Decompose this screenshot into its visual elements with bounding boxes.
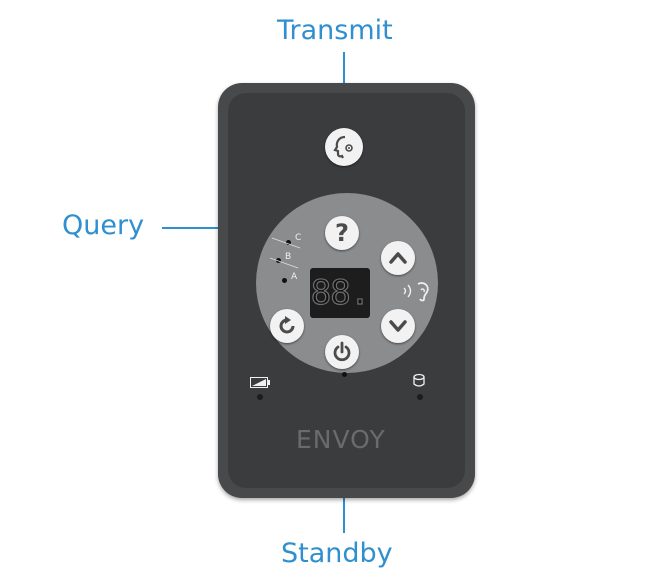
channel-divider-lines <box>270 237 301 269</box>
channel-c-label: C <box>295 233 302 243</box>
query-label: Query <box>62 210 145 241</box>
battery-led <box>257 394 263 400</box>
down-button[interactable] <box>381 309 415 343</box>
battery-icon <box>250 377 270 388</box>
channel-b-label: B <box>285 252 292 262</box>
channel-b-led <box>276 258 281 263</box>
channel-a-label: A <box>291 272 298 282</box>
digit-display: 88. <box>310 268 371 318</box>
transmit-button[interactable] <box>325 128 363 166</box>
query-icon: ? <box>335 219 349 247</box>
charge-icon <box>413 373 425 387</box>
standby-label: Standby <box>281 538 393 569</box>
display-digits: 88. <box>310 272 371 313</box>
standby-button[interactable] <box>325 335 359 369</box>
charge-led <box>417 394 423 400</box>
transmit-label: Transmit <box>277 15 393 46</box>
power-icon <box>333 341 351 362</box>
up-arrow-icon <box>389 252 407 264</box>
reset-icon <box>279 316 295 334</box>
channel-c-led <box>286 240 291 245</box>
bottom-indicator-dot <box>342 372 347 377</box>
brand-logo: ENVOY <box>296 425 386 454</box>
down-arrow-icon <box>389 320 407 332</box>
reset-button[interactable] <box>270 309 304 343</box>
up-button[interactable] <box>381 241 415 275</box>
listen-icon <box>403 282 429 302</box>
channel-a-led <box>282 278 287 283</box>
transmit-icon <box>333 135 353 159</box>
query-button[interactable]: ? <box>325 216 359 250</box>
